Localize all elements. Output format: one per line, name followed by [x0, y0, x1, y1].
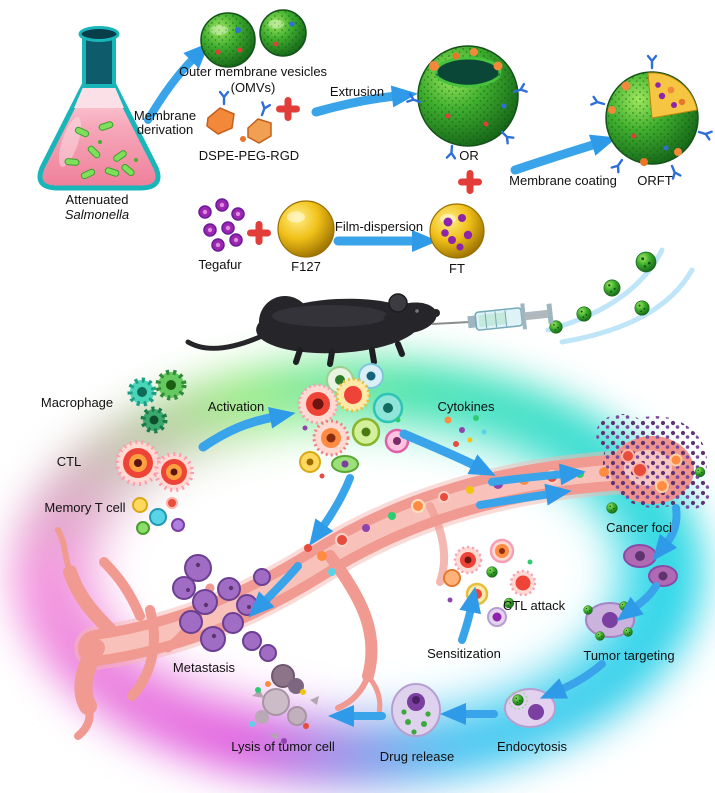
label-orft: ORFT — [637, 172, 673, 188]
label-salmonella: Salmonella — [64, 206, 130, 222]
label-omv-line1: Outer membrane vesicles — [178, 63, 328, 79]
ctl-cells — [115, 440, 194, 492]
label-attenuated: Attenuated — [65, 191, 129, 207]
activated-cells-cluster — [297, 363, 415, 479]
label-sensitization: Sensitization — [427, 645, 501, 661]
omv-spheres — [200, 9, 307, 68]
drug-release-cell — [391, 683, 441, 737]
label-film-dispersion: Film-dispersion — [334, 218, 424, 234]
arrow-membrane-derivation — [144, 42, 210, 124]
plus-icon — [458, 170, 482, 194]
cytokine-particles — [444, 415, 487, 447]
or-vesicle — [406, 45, 528, 160]
tegafur-cluster — [198, 198, 245, 252]
label-dspe-peg-rgd: DSPE-PEG-RGD — [198, 147, 300, 163]
ft-sphere — [429, 203, 485, 259]
syringe-icon — [431, 303, 554, 331]
circulating-cells — [304, 467, 609, 576]
mouse-illustration — [185, 293, 440, 367]
endocytosis-cell — [504, 688, 556, 728]
label-macrophage: Macrophage — [40, 394, 114, 410]
label-tumor-targeting: Tumor targeting — [583, 647, 675, 663]
label-ctl-attack: CTL attack — [502, 597, 566, 613]
flask-icon — [37, 26, 161, 191]
label-membrane-derivation-line1: Membrane — [133, 107, 197, 123]
cancer-foci-cluster — [596, 414, 710, 514]
metastasis-cells — [172, 554, 277, 662]
label-endocytosis: Endocytosis — [496, 738, 568, 754]
blood-vessel — [55, 436, 694, 740]
label-memory-t-cell: Memory T cell — [44, 499, 126, 515]
label-cytokines: Cytokines — [437, 398, 495, 414]
macrophage-cells — [127, 369, 187, 434]
label-ft: FT — [449, 260, 465, 276]
orft-particle — [590, 54, 713, 180]
cycle-arrows — [198, 406, 681, 727]
label-drug-release: Drug release — [379, 748, 455, 764]
label-metastasis: Metastasis — [172, 659, 236, 675]
label-omv-line2: (OMVs) — [230, 79, 276, 95]
label-membrane-derivation-line2: derivation — [136, 121, 194, 137]
label-lysis-of-tumor-cell: Lysis of tumor cell — [231, 738, 335, 754]
tumor-targeting-cell — [583, 544, 678, 641]
label-cancer-foci: Cancer foci — [606, 519, 672, 535]
plus-icon — [247, 221, 271, 245]
plus-icon — [276, 97, 300, 121]
arrow-extrusion — [311, 85, 418, 117]
dspe-peg-rgd-molecules — [206, 90, 272, 144]
memory-t-cells — [132, 497, 185, 535]
lysed-cell-debris — [249, 664, 319, 744]
label-ctl: CTL — [56, 453, 82, 469]
label-f127: F127 — [291, 258, 321, 274]
label-or: OR — [459, 147, 479, 163]
label-membrane-coating: Membrane coating — [509, 172, 617, 188]
arrow-membrane-coating — [510, 134, 618, 175]
label-activation: Activation — [207, 398, 265, 414]
ctl-attack-cluster — [443, 538, 537, 627]
nanoparticle-stream — [545, 247, 695, 345]
f127-sphere — [277, 200, 335, 258]
label-extrusion: Extrusion — [329, 83, 385, 99]
label-tegafur: Tegafur — [198, 256, 242, 272]
